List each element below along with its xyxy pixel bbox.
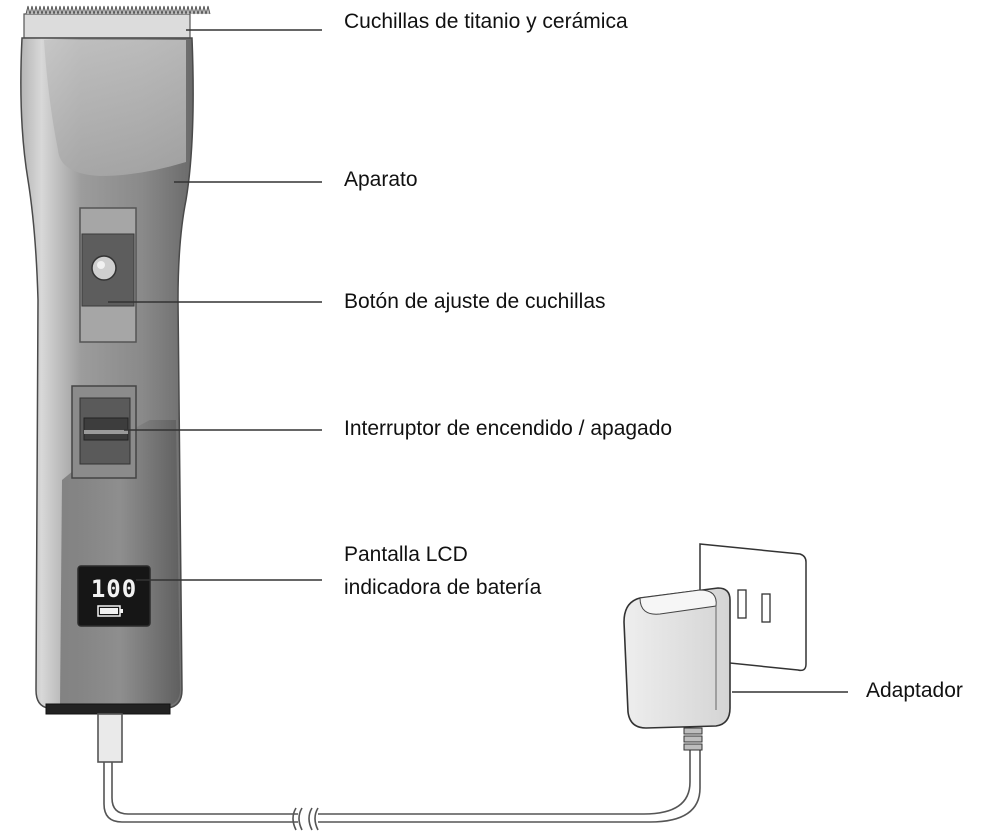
blade-adjust-button[interactable] xyxy=(91,255,117,281)
blade-adjust-button-housing xyxy=(79,207,137,343)
power-switch-housing xyxy=(71,385,137,479)
power-adapter xyxy=(623,543,807,751)
lcd-value: 100 xyxy=(91,575,137,603)
blade-teeth xyxy=(23,5,211,39)
label-blade-adjust-button: Botón de ajuste de cuchillas xyxy=(344,290,606,313)
clipper-base xyxy=(45,703,171,715)
clipper-upper-face xyxy=(44,40,186,176)
label-lcd-line1: Pantalla LCD xyxy=(344,543,468,566)
leader-lines xyxy=(108,29,848,693)
adapter-cord-relief xyxy=(683,727,703,751)
adapter-block xyxy=(623,587,731,729)
label-lcd-line2: indicadora de batería xyxy=(344,576,542,599)
label-power-switch: Interruptor de encendido / apagado xyxy=(344,417,673,440)
clipper-lower-panel xyxy=(60,420,180,706)
label-lcd: Pantalla LCD indicadora de batería xyxy=(344,542,541,601)
hair-clipper: 100 xyxy=(20,5,701,831)
battery-icon xyxy=(97,605,123,617)
label-body: Aparato xyxy=(344,168,418,191)
power-switch[interactable] xyxy=(83,417,129,441)
label-adapter: Adaptador xyxy=(866,679,963,702)
power-cord xyxy=(97,713,701,831)
label-blades: Cuchillas de titanio y cerámica xyxy=(344,10,628,33)
lcd-display: 100 xyxy=(77,565,151,627)
